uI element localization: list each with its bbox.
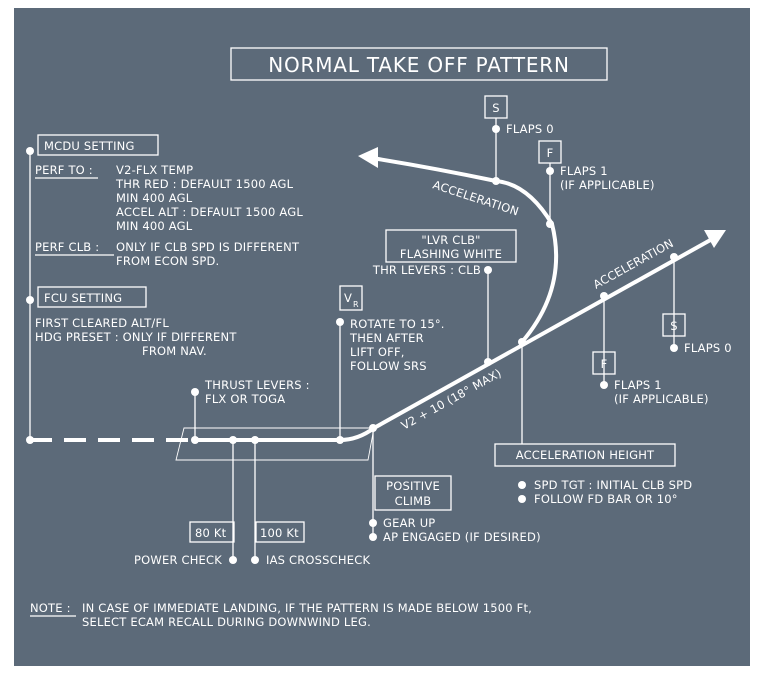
thrust-line-2: FLX OR TOGA xyxy=(205,392,285,406)
lvr-clb-line-1: "LVR CLB" xyxy=(421,233,480,247)
perf-to-line-3: MIN 400 AGL xyxy=(116,191,193,205)
vr-dot-path xyxy=(336,436,344,444)
spd-tgt-label: SPD TGT : INITIAL CLB SPD xyxy=(534,478,692,492)
ias-crosscheck-dot xyxy=(251,556,259,564)
vr-box xyxy=(339,285,363,311)
thrust-dot-path xyxy=(191,436,199,444)
climb-path xyxy=(373,236,715,430)
power-check-label: POWER CHECK xyxy=(134,553,222,567)
mcdu-header-box xyxy=(37,134,159,156)
accel-height-header: ACCELERATION HEIGHT xyxy=(516,448,655,462)
flaps1-line-1-turn: FLAPS 1 xyxy=(560,164,608,178)
perf-to-line-1: V2-FLX TEMP xyxy=(116,163,193,177)
note-label: NOTE : xyxy=(30,601,71,615)
turn-path xyxy=(371,156,559,344)
flaps0-dot-path-climb xyxy=(670,253,678,261)
perf-to-line-5: MIN 400 AGL xyxy=(116,219,193,233)
accel-height-dot-path xyxy=(518,338,526,346)
f-marker-label-turn: F xyxy=(547,146,554,160)
thrust-line-1: THRUST LEVERS : xyxy=(204,378,310,392)
accel-height-box xyxy=(494,443,676,467)
vr-label: V xyxy=(344,291,352,305)
vr-line-2: THEN AFTER xyxy=(349,331,424,345)
runway-outline xyxy=(175,427,375,461)
vr-line-4: FOLLOW SRS xyxy=(350,359,427,373)
flaps0-label-climb: FLAPS 0 xyxy=(684,341,732,355)
flaps1-dot-path-climb xyxy=(600,292,608,300)
flaps1-dot-turn xyxy=(546,167,554,175)
mcdu-dot xyxy=(26,147,34,155)
vr-line-1: ROTATE TO 15°. xyxy=(350,317,445,331)
takeoff-pattern-diagram: NORMAL TAKE OFF PATTERN ACCELERATION ACC… xyxy=(14,8,750,666)
positive-climb-line-1: POSITIVE xyxy=(386,479,440,493)
k100-dot-path xyxy=(251,436,259,444)
diagram-title: NORMAL TAKE OFF PATTERN xyxy=(268,53,570,77)
fcu-line-3: FROM NAV. xyxy=(142,344,207,358)
perf-clb-line-1: ONLY IF CLB SPD IS DIFFERENT xyxy=(116,240,300,254)
vr-line-3: LIFT OFF, xyxy=(350,345,405,359)
flaps1-line-1-climb: FLAPS 1 xyxy=(614,378,662,392)
fd-bar-label: FOLLOW FD BAR OR 10° xyxy=(534,492,678,506)
title-box xyxy=(230,47,608,81)
vr-subscript: R xyxy=(353,300,359,309)
spd-tgt-dot xyxy=(518,481,526,489)
diagram-canvas: NORMAL TAKE OFF PATTERN ACCELERATION ACC… xyxy=(14,8,750,666)
power-check-dot xyxy=(229,556,237,564)
s-marker-box-climb xyxy=(662,313,686,337)
gear-up-label: GEAR UP xyxy=(383,516,435,530)
k80-dot-path xyxy=(229,436,237,444)
mcdu-header: MCDU SETTING xyxy=(44,139,135,153)
k80-box xyxy=(189,521,235,543)
thr-levers-dot-top xyxy=(484,266,492,274)
flaps1-dot-climb xyxy=(600,381,608,389)
s-marker-label-turn: S xyxy=(492,101,500,115)
note-line-1: IN CASE OF IMMEDIATE LANDING, IF THE PAT… xyxy=(82,601,532,615)
f-marker-box-climb xyxy=(592,351,616,375)
flaps0-dot-climb xyxy=(670,344,678,352)
fcu-dot xyxy=(26,296,34,304)
k100-label: 100 Kt xyxy=(260,526,299,540)
lvr-clb-box xyxy=(385,229,517,263)
ias-crosscheck-label: IAS CROSSCHECK xyxy=(266,553,370,567)
f-marker-label-climb: F xyxy=(601,357,608,371)
fcu-line-2: HDG PRESET : ONLY IF DIFFERENT xyxy=(35,330,237,344)
climb-arrow-head xyxy=(704,230,726,248)
perf-clb-label: PERF CLB : xyxy=(35,240,99,254)
fcu-header-box xyxy=(37,286,147,308)
s-marker-label-climb: S xyxy=(670,319,678,333)
positive-climb-box xyxy=(374,475,452,511)
perf-to-line-2: THR RED : DEFAULT 1500 AGL xyxy=(115,177,294,191)
perf-clb-line-2: FROM ECON SPD. xyxy=(116,254,219,268)
positive-climb-line-2: CLIMB xyxy=(395,494,432,508)
perf-to-line-4: ACCEL ALT : DEFAULT 1500 AGL xyxy=(116,205,303,219)
gear-up-dot xyxy=(369,519,377,527)
start-dot xyxy=(26,436,34,444)
ap-engaged-label: AP ENGAGED (IF DESIRED) xyxy=(383,530,541,544)
k100-box xyxy=(255,521,305,543)
positive-climb-dot-path xyxy=(369,424,377,432)
flaps0-dot-path-turn xyxy=(492,177,500,185)
lvr-clb-line-2: FLASHING WHITE xyxy=(400,247,502,261)
vr-dot-top xyxy=(336,318,344,326)
thr-levers-label: THR LEVERS : CLB xyxy=(372,263,481,277)
flaps1-line-2-turn: (IF APPLICABLE) xyxy=(560,178,655,192)
turn-arrow-head xyxy=(358,147,378,168)
flaps0-dot-turn xyxy=(492,125,500,133)
flaps0-label-turn: FLAPS 0 xyxy=(506,122,554,136)
diagram-background xyxy=(14,8,750,666)
thr-levers-dot-path xyxy=(484,358,492,366)
flaps1-line-2-climb: (IF APPLICABLE) xyxy=(614,392,709,406)
fd-bar-dot xyxy=(518,495,526,503)
fcu-line-1: FIRST CLEARED ALT/FL xyxy=(35,316,169,330)
perf-to-label: PERF TO : xyxy=(35,163,93,177)
thrust-dot-top xyxy=(191,388,199,396)
note-line-2: SELECT ECAM RECALL DURING DOWNWIND LEG. xyxy=(82,615,371,629)
k80-label: 80 Kt xyxy=(195,526,227,540)
ap-engaged-dot xyxy=(369,533,377,541)
fcu-header: FCU SETTING xyxy=(44,291,122,305)
flaps1-dot-path-turn xyxy=(546,220,554,228)
